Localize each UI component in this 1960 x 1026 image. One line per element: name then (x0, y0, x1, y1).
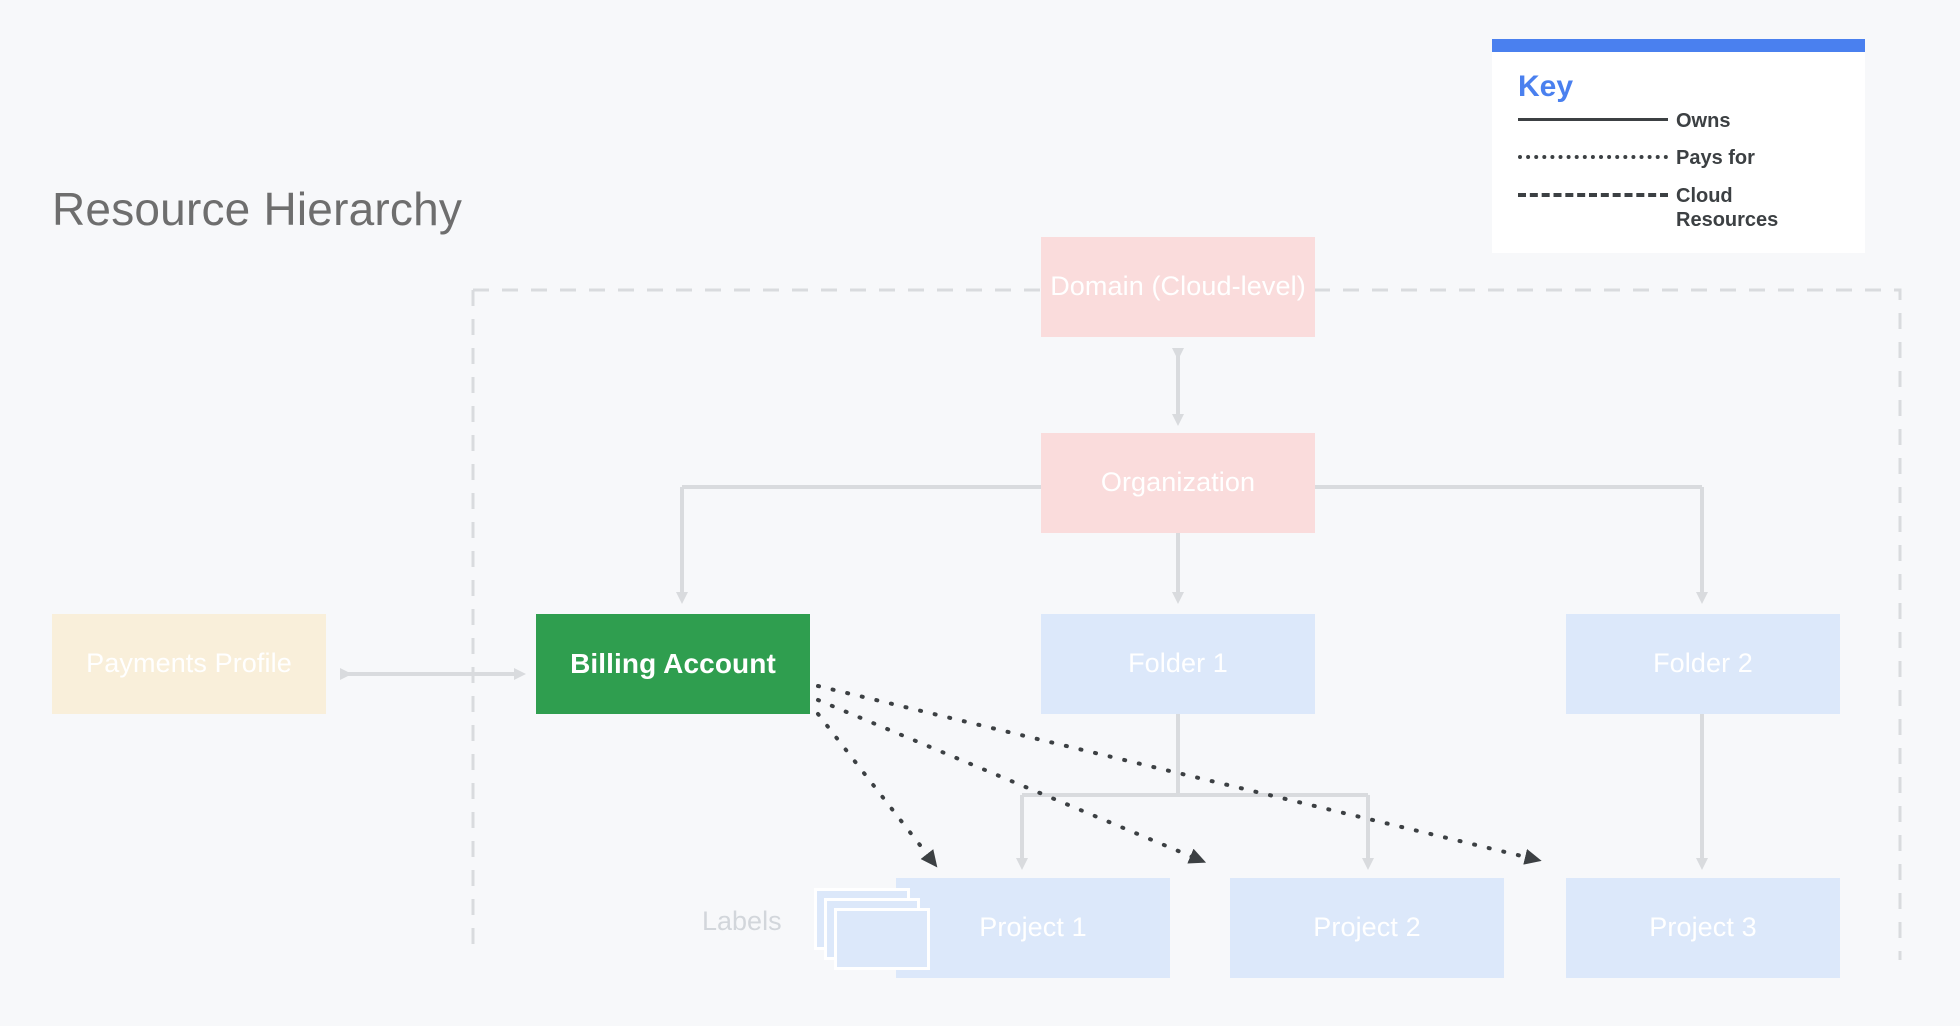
node-project-1[interactable]: Project 1 (896, 878, 1170, 978)
solid-line-icon (1518, 109, 1668, 129)
node-domain-label: Domain (Cloud-level) (1050, 271, 1306, 302)
key-accent-bar (1492, 39, 1865, 52)
node-project-3[interactable]: Project 3 (1566, 878, 1840, 978)
edge-folder1-projects (1016, 714, 1374, 870)
label-card-front (834, 908, 930, 970)
key-title: Key (1518, 70, 1574, 103)
key-row-cloud-resources: Cloud Resources (1518, 184, 1839, 233)
labels-stack-icon (814, 888, 930, 970)
labels-caption: Labels (702, 906, 782, 936)
node-organization-label: Organization (1100, 467, 1256, 498)
key-legend-card: Key Owns Pays for Cloud Resources (1492, 39, 1865, 253)
key-label-pays-for: Pays for (1676, 147, 1755, 170)
key-label-cloud-resources: Cloud Resources (1676, 184, 1779, 232)
dashed-line-icon (1518, 184, 1668, 204)
node-billing-account-label: Billing Account (570, 647, 776, 679)
node-project-3-label: Project 3 (1649, 912, 1757, 943)
key-row-owns: Owns (1518, 109, 1839, 133)
dotted-line-icon (1518, 146, 1668, 166)
page-title: Resource Hierarchy (52, 183, 463, 235)
node-folder-2[interactable]: Folder 2 (1566, 614, 1840, 714)
key-body: Key Owns Pays for Cloud Resources (1492, 52, 1865, 253)
node-folder-1-label: Folder 1 (1128, 648, 1228, 679)
key-label-owns: Owns (1676, 110, 1731, 132)
node-project-1-label: Project 1 (979, 912, 1087, 943)
node-payments-profile[interactable]: Payments Profile (52, 614, 326, 714)
node-payments-profile-label: Payments Profile (86, 648, 292, 679)
node-domain[interactable]: Domain (Cloud-level) (1041, 237, 1315, 337)
node-folder-2-label: Folder 2 (1653, 648, 1753, 679)
node-billing-account[interactable]: Billing Account (536, 614, 810, 714)
node-folder-1[interactable]: Folder 1 (1041, 614, 1315, 714)
node-project-2[interactable]: Project 2 (1230, 878, 1504, 978)
node-project-2-label: Project 2 (1313, 912, 1421, 943)
key-row-pays-for: Pays for (1518, 146, 1839, 170)
node-organization[interactable]: Organization (1041, 433, 1315, 533)
